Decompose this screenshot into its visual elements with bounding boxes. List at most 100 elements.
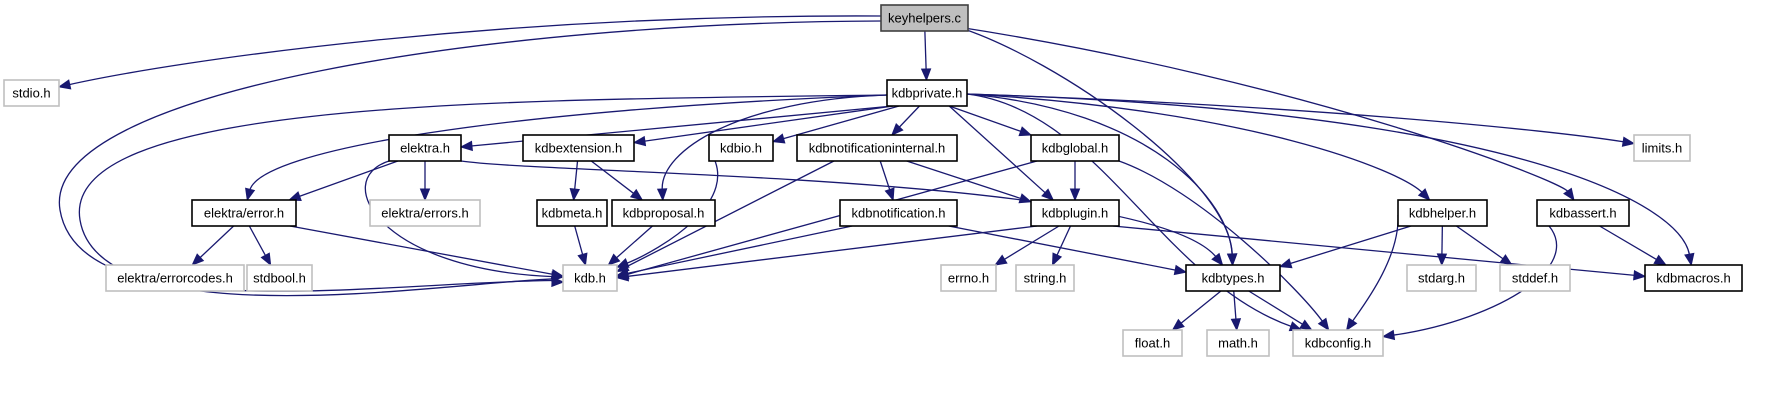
- arrowhead-icon: [1417, 188, 1431, 201]
- edge-line: [898, 105, 920, 129]
- edge-kdbprivate-h-to-kdbhelper-h: [966, 93, 1431, 201]
- node-elektra-h[interactable]: elektra.h: [388, 134, 462, 162]
- node-kdbmeta-h[interactable]: kdbmeta.h: [536, 199, 608, 227]
- node-stddef-h: stddef.h: [1499, 264, 1571, 292]
- edge-kdbprivate-h-to-kdbplugin-h: [948, 105, 1055, 201]
- node-box: [1185, 264, 1281, 292]
- edge-line: [1180, 290, 1222, 325]
- node-kdbproposal-h[interactable]: kdbproposal.h: [611, 199, 716, 227]
- arrowhead-icon: [993, 254, 1008, 266]
- arrowhead-icon: [459, 140, 473, 152]
- arrowhead-icon: [1018, 126, 1033, 137]
- node-float-h: float.h: [1122, 329, 1183, 357]
- node-label: kdbhelper.h: [1409, 206, 1476, 221]
- edge-line: [249, 94, 888, 191]
- edge-kdbplugin-h-to-errno-h: [993, 225, 1060, 266]
- edge-line: [289, 225, 554, 276]
- node-kdbio-h[interactable]: kdbio.h: [708, 134, 774, 162]
- node-kdbplugin-h[interactable]: kdbplugin.h: [1030, 199, 1120, 227]
- node-label: kdbnotification.h: [852, 206, 946, 221]
- edge-line: [574, 225, 584, 256]
- node-label: errno.h: [948, 271, 989, 286]
- arrowhead-icon: [569, 188, 580, 202]
- edge-kdbextension-h-to-kdbmeta-h: [569, 160, 580, 202]
- node-keyhelpers-c[interactable]: keyhelpers.c: [880, 4, 969, 32]
- edge-elektra-error-h-to-elektra-errorcodes-h: [191, 225, 235, 266]
- edge-kdbprivate-h-to-elektra-error-h: [245, 94, 888, 202]
- edge-line: [966, 93, 1424, 194]
- node-label: kdbmacros.h: [1656, 271, 1730, 286]
- arrowhead-icon: [884, 187, 895, 202]
- node-label: string.h: [1024, 271, 1067, 286]
- arrowhead-icon: [1278, 258, 1293, 269]
- node-kdbnotification-h[interactable]: kdbnotification.h: [839, 199, 958, 227]
- edge-keyhelpers-c-to-kdbprivate-h: [920, 30, 932, 82]
- edge-line: [625, 160, 835, 268]
- arrowhead-icon: [656, 188, 668, 202]
- node-box: [1015, 264, 1075, 292]
- node-box: [1397, 199, 1488, 227]
- edge-line: [782, 105, 900, 140]
- node-kdbassert-h[interactable]: kdbassert.h: [1536, 199, 1630, 227]
- arrowhead-icon: [1563, 187, 1575, 202]
- edge-kdbassert-h-to-kdbmacros-h: [1599, 225, 1668, 266]
- arrowhead-icon: [577, 252, 588, 267]
- edge-line: [948, 105, 1022, 133]
- edge-kdbnotification-h-to-kdbtypes-h: [948, 225, 1188, 276]
- node-box: [3, 79, 60, 107]
- node-label: kdb.h: [574, 271, 606, 286]
- node-elektra-error-h[interactable]: elektra/error.h: [191, 199, 297, 227]
- node-label: stdarg.h: [1418, 271, 1465, 286]
- node-kdbhelper-h[interactable]: kdbhelper.h: [1397, 199, 1488, 227]
- edge-kdbhelper-h-to-kdbconfig-h: [1345, 214, 1399, 332]
- node-box: [1206, 329, 1270, 357]
- edge-line: [626, 160, 1038, 276]
- node-box: [1122, 329, 1183, 357]
- node-kdbglobal-h[interactable]: kdbglobal.h: [1030, 134, 1120, 162]
- arrowhead-icon: [1051, 252, 1063, 267]
- edge-elektra-h-to-elektra-errors-h: [419, 161, 431, 202]
- node-elektra-errors-h: elektra/errors.h: [369, 199, 481, 227]
- node-box: [1536, 199, 1630, 227]
- edge-line: [1456, 225, 1505, 260]
- node-kdbprivate-h[interactable]: kdbprivate.h: [886, 79, 968, 107]
- node-label: float.h: [1135, 336, 1170, 351]
- edge-kdbplugin-h-to-string-h: [1051, 225, 1072, 267]
- edge-keyhelpers-c-to-stdio-h: [57, 15, 882, 90]
- edge-kdbtypes-h-to-float-h: [1171, 290, 1222, 331]
- node-label: math.h: [1218, 336, 1258, 351]
- node-label: kdbio.h: [720, 141, 762, 156]
- node-kdbconfig-h: kdbconfig.h: [1292, 329, 1384, 357]
- edge-kdbnotificationinternal-h-to-kdbnotification-h: [879, 160, 895, 202]
- edge-kdbtypes-h-to-kdbconfig-h: [1248, 290, 1313, 331]
- node-box: [1030, 134, 1120, 162]
- node-label: stdio.h: [12, 86, 50, 101]
- node-kdbmacros-h[interactable]: kdbmacros.h: [1644, 264, 1743, 292]
- edge-elektra-h-to-kdbtypes-h: [460, 160, 1224, 267]
- edge-kdbglobal-h-to-kdbconfig-h: [1118, 160, 1330, 332]
- edge-kdbprivate-h-to-kdbmacros-h: [966, 93, 1695, 267]
- node-label: kdbglobal.h: [1042, 141, 1109, 156]
- node-label: stddef.h: [1512, 271, 1558, 286]
- node-string-h: string.h: [1015, 264, 1075, 292]
- arrowhead-icon: [1621, 136, 1636, 147]
- arrowhead-icon: [771, 133, 786, 144]
- edge-elektra-error-h-to-stdbool-h: [248, 225, 272, 267]
- edge-line: [1003, 225, 1060, 261]
- edge-kdbprivate-h-to-kdbnotificationinternal-h: [890, 105, 920, 136]
- arrowhead-icon: [615, 271, 630, 282]
- edge-line: [573, 160, 579, 191]
- node-kdbtypes-h[interactable]: kdbtypes.h: [1185, 264, 1281, 292]
- node-box: [1406, 264, 1477, 292]
- edge-line: [615, 225, 653, 259]
- edge-kdbhelper-h-to-stddef-h: [1456, 225, 1513, 266]
- arrowhead-icon: [1230, 318, 1242, 332]
- edge-line: [948, 105, 1047, 194]
- edge-kdbprivate-h-to-kdbproposal-h: [656, 94, 888, 202]
- node-kdbnotificationinternal-h[interactable]: kdbnotificationinternal.h: [796, 134, 958, 162]
- node-kdbextension-h[interactable]: kdbextension.h: [522, 134, 635, 162]
- arrowhead-icon: [1041, 188, 1055, 201]
- node-box: [191, 199, 297, 227]
- arrowhead-icon: [1018, 193, 1033, 204]
- node-errno-h: errno.h: [940, 264, 997, 292]
